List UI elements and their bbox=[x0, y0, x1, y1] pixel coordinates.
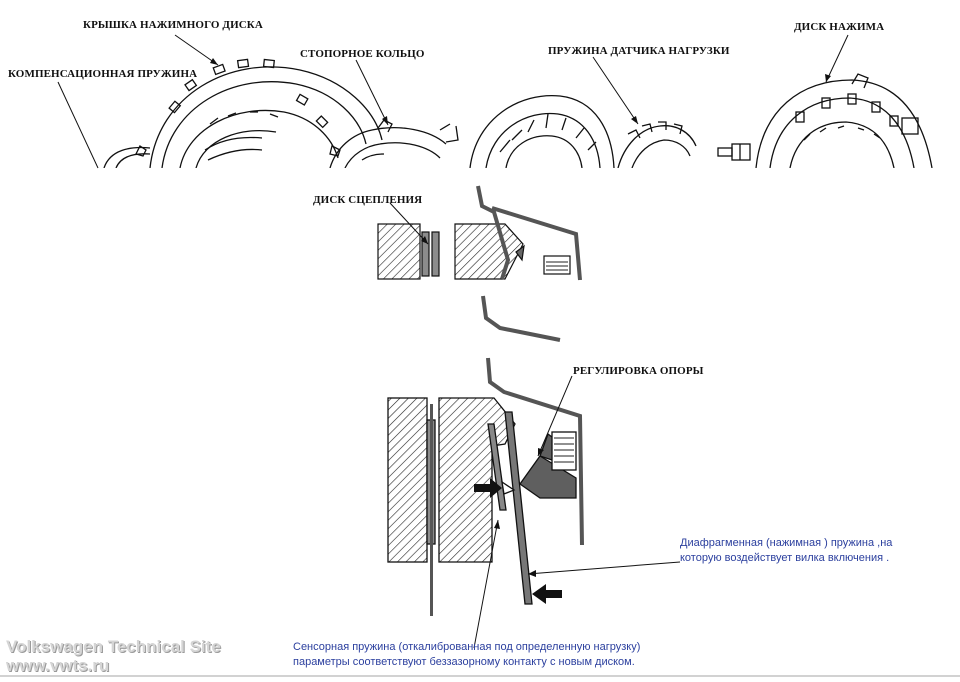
small-section-view bbox=[377, 185, 582, 342]
note-diaphragm-line2: которую воздействует вилка включения . bbox=[680, 552, 890, 564]
top-leader-lines bbox=[57, 34, 849, 169]
force-arrows bbox=[474, 478, 562, 604]
label-clutch-disc: ДИСК СЦЕПЛЕНИЯ bbox=[313, 194, 423, 206]
bottom-leader-lines bbox=[473, 375, 681, 649]
label-support-adjustment: РЕГУЛИРОВКА ОПОРЫ bbox=[573, 365, 704, 377]
bottom-leader-arrows bbox=[494, 448, 544, 577]
label-load-sensor-spring: ПРУЖИНА ДАТЧИКА НАГРУЗКИ bbox=[548, 45, 730, 57]
sensor-force-arrow bbox=[474, 478, 502, 498]
sensor-spring bbox=[487, 423, 507, 511]
compensation-spring-part bbox=[103, 145, 151, 168]
diaphragm-spring-part bbox=[469, 94, 615, 168]
exploded-parts-row bbox=[103, 58, 933, 168]
watermark: Volkswagen Technical Site www.vwts.ru bbox=[6, 637, 221, 675]
load-sensor-spring-part bbox=[617, 121, 697, 168]
large-section-view bbox=[387, 357, 584, 616]
clutch-disc-arrow bbox=[421, 236, 428, 244]
diaphragm-spring bbox=[504, 411, 533, 605]
pressure-plate bbox=[438, 397, 516, 563]
note-sensor-line2: параметры соответствуют беззазорному кон… bbox=[293, 656, 635, 668]
fork-force-arrow bbox=[532, 584, 562, 604]
retaining-ring-part bbox=[329, 119, 459, 168]
label-compensation-spring: КОМПЕНСАЦИОННАЯ ПРУЖИНА bbox=[8, 68, 198, 80]
clutch-disc-leader bbox=[389, 202, 429, 245]
pressure-plate-cover-part bbox=[149, 58, 383, 168]
cover-housing bbox=[486, 357, 584, 546]
note-sensor-line1: Сенсорная пружина (откалиброванная под о… bbox=[293, 641, 641, 653]
label-pressure-disc: ДИСК НАЖИМА bbox=[794, 21, 885, 33]
adjuster-wedge bbox=[519, 455, 577, 499]
watermark-line1: Volkswagen Technical Site bbox=[6, 637, 221, 656]
watermark-line2: www.vwts.ru bbox=[6, 656, 110, 675]
note-sensor-spring: Сенсорная пружина (откалиброванная под о… bbox=[293, 640, 640, 670]
top-leader-arrows bbox=[210, 58, 831, 125]
note-diaphragm-line1: Диафрагменная (нажимная ) пружина ,на bbox=[680, 537, 893, 549]
flywheel bbox=[387, 397, 428, 563]
pin-part bbox=[717, 143, 751, 161]
label-retaining-ring: СТОПОРНОЕ КОЛЬЦО bbox=[300, 48, 425, 60]
label-pressure-plate-cover: КРЫШКА НАЖИМНОГО ДИСКА bbox=[83, 19, 263, 31]
note-diaphragm-spring: Диафрагменная (нажимная ) пружина ,на ко… bbox=[680, 536, 892, 566]
pressure-disc-part bbox=[755, 73, 933, 168]
